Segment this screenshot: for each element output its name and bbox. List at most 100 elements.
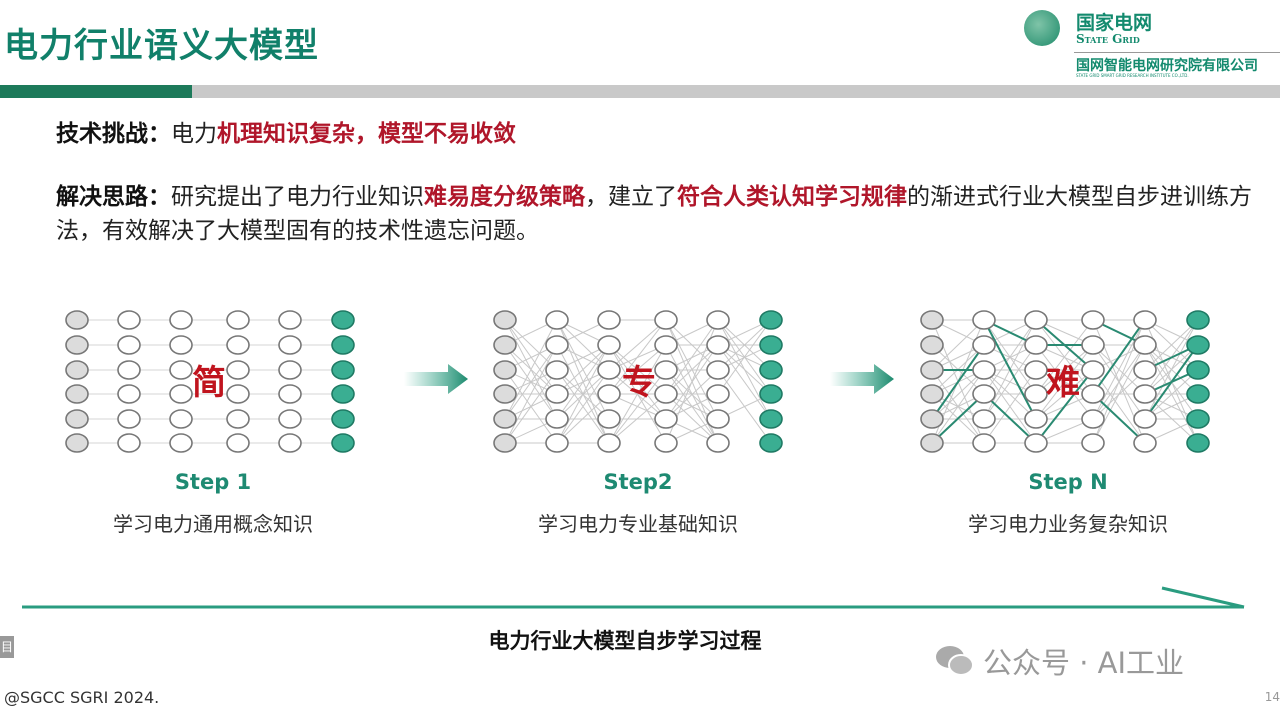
network-node (1133, 335, 1157, 355)
network-node (278, 335, 302, 355)
network-node (169, 335, 193, 355)
network-diagram-professional (493, 310, 783, 453)
network-node (920, 310, 944, 330)
solution-text: 研究提出了电力行业知识 (171, 184, 424, 210)
network-edge-highlight (931, 344, 985, 420)
network-node (1024, 310, 1048, 330)
network-node (65, 360, 89, 380)
network-edge (717, 319, 772, 395)
network-node (654, 360, 678, 380)
network-edge (608, 393, 667, 444)
network-node (65, 409, 89, 429)
difficulty-char: 专 (622, 363, 656, 403)
logo-cn: 国家电网 (1076, 12, 1153, 34)
network-node (545, 433, 569, 453)
network-edge (608, 344, 667, 395)
network-node (493, 409, 517, 429)
network-node (972, 433, 996, 453)
network-node (759, 384, 783, 404)
network-node (545, 360, 569, 380)
page-title: 电力行业语义大模型 (4, 26, 319, 66)
diagram-caption: 电力行业大模型自步学习过程 (488, 629, 762, 653)
network-edge (608, 319, 667, 395)
logo-en: State Grid (1076, 32, 1140, 46)
network-node (226, 310, 250, 330)
network-edge (717, 319, 772, 371)
network-node (1081, 409, 1105, 429)
network-node (1186, 360, 1210, 380)
network-edge (504, 344, 558, 420)
network-edge (1035, 319, 1094, 395)
network-node (597, 384, 621, 404)
network-edge (1144, 319, 1199, 371)
network-edge (717, 344, 772, 420)
network-edge-highlight (983, 319, 1037, 420)
side-menu-icon[interactable]: 目 (0, 636, 14, 658)
network-node (545, 335, 569, 355)
network-node (169, 409, 193, 429)
network-node (331, 360, 355, 380)
progress-arrow-line (22, 586, 1245, 609)
solution-text: 的渐进式行业大模型自步进训练方法，有效解决了大模型固有的技术性遗忘问题。 (56, 184, 1252, 244)
network-node (117, 433, 141, 453)
network-node (597, 310, 621, 330)
network-node (706, 409, 730, 429)
network-edge (665, 344, 719, 395)
network-node (226, 433, 250, 453)
solution-highlight: 难易度分级策略 (424, 184, 585, 210)
network-node (331, 310, 355, 330)
network-edge-highlight (1035, 319, 1094, 371)
network-edge (556, 393, 610, 444)
network-edge (608, 344, 667, 420)
network-node (706, 384, 730, 404)
network-node (1186, 409, 1210, 429)
network-node (597, 360, 621, 380)
network-node (65, 433, 89, 453)
solution-paragraph: 解决思路：研究提出了电力行业知识难易度分级策略，建立了符合人类认知学习规律的渐进… (56, 180, 1266, 248)
network-edge (665, 393, 719, 444)
copyright: @SGCC SGRI 2024. (4, 688, 160, 707)
network-edge (556, 344, 610, 444)
network-node (920, 384, 944, 404)
network-edge (931, 369, 985, 444)
network-node (331, 384, 355, 404)
network-edge (931, 319, 985, 371)
network-edge-highlight (1092, 319, 1146, 395)
network-node (117, 310, 141, 330)
network-node (545, 310, 569, 330)
network-node (706, 335, 730, 355)
network-edge (665, 369, 719, 420)
network-node (920, 335, 944, 355)
network-edge (608, 369, 667, 444)
network-node (1133, 310, 1157, 330)
network-node (1186, 335, 1210, 355)
network-node (331, 409, 355, 429)
arrow-right-icon (404, 364, 468, 394)
network-node (169, 384, 193, 404)
network-node (1186, 433, 1210, 453)
network-edge (665, 319, 719, 395)
network-node (169, 310, 193, 330)
network-node (1186, 384, 1210, 404)
network-node (545, 384, 569, 404)
network-edge (556, 344, 610, 395)
network-node (278, 310, 302, 330)
state-grid-logo: 国家电网 State Grid 国网智能电网研究院有限公司 STATE GRID… (1022, 6, 1280, 78)
step-description: 学习电力业务复杂知识 (968, 512, 1168, 536)
network-node (654, 433, 678, 453)
network-node (706, 310, 730, 330)
network-node (1133, 433, 1157, 453)
network-node (65, 384, 89, 404)
network-node (654, 409, 678, 429)
watermark-text: 公众号 · AI工业 (983, 646, 1185, 680)
network-node (1081, 360, 1105, 380)
network-edge (983, 369, 1037, 444)
network-node (226, 384, 250, 404)
network-node (1133, 409, 1157, 429)
network-edge (1092, 344, 1146, 444)
network-edge (1035, 344, 1094, 420)
network-edge (608, 319, 667, 371)
network-node (920, 433, 944, 453)
network-node (1024, 360, 1048, 380)
network-node (1081, 335, 1105, 355)
